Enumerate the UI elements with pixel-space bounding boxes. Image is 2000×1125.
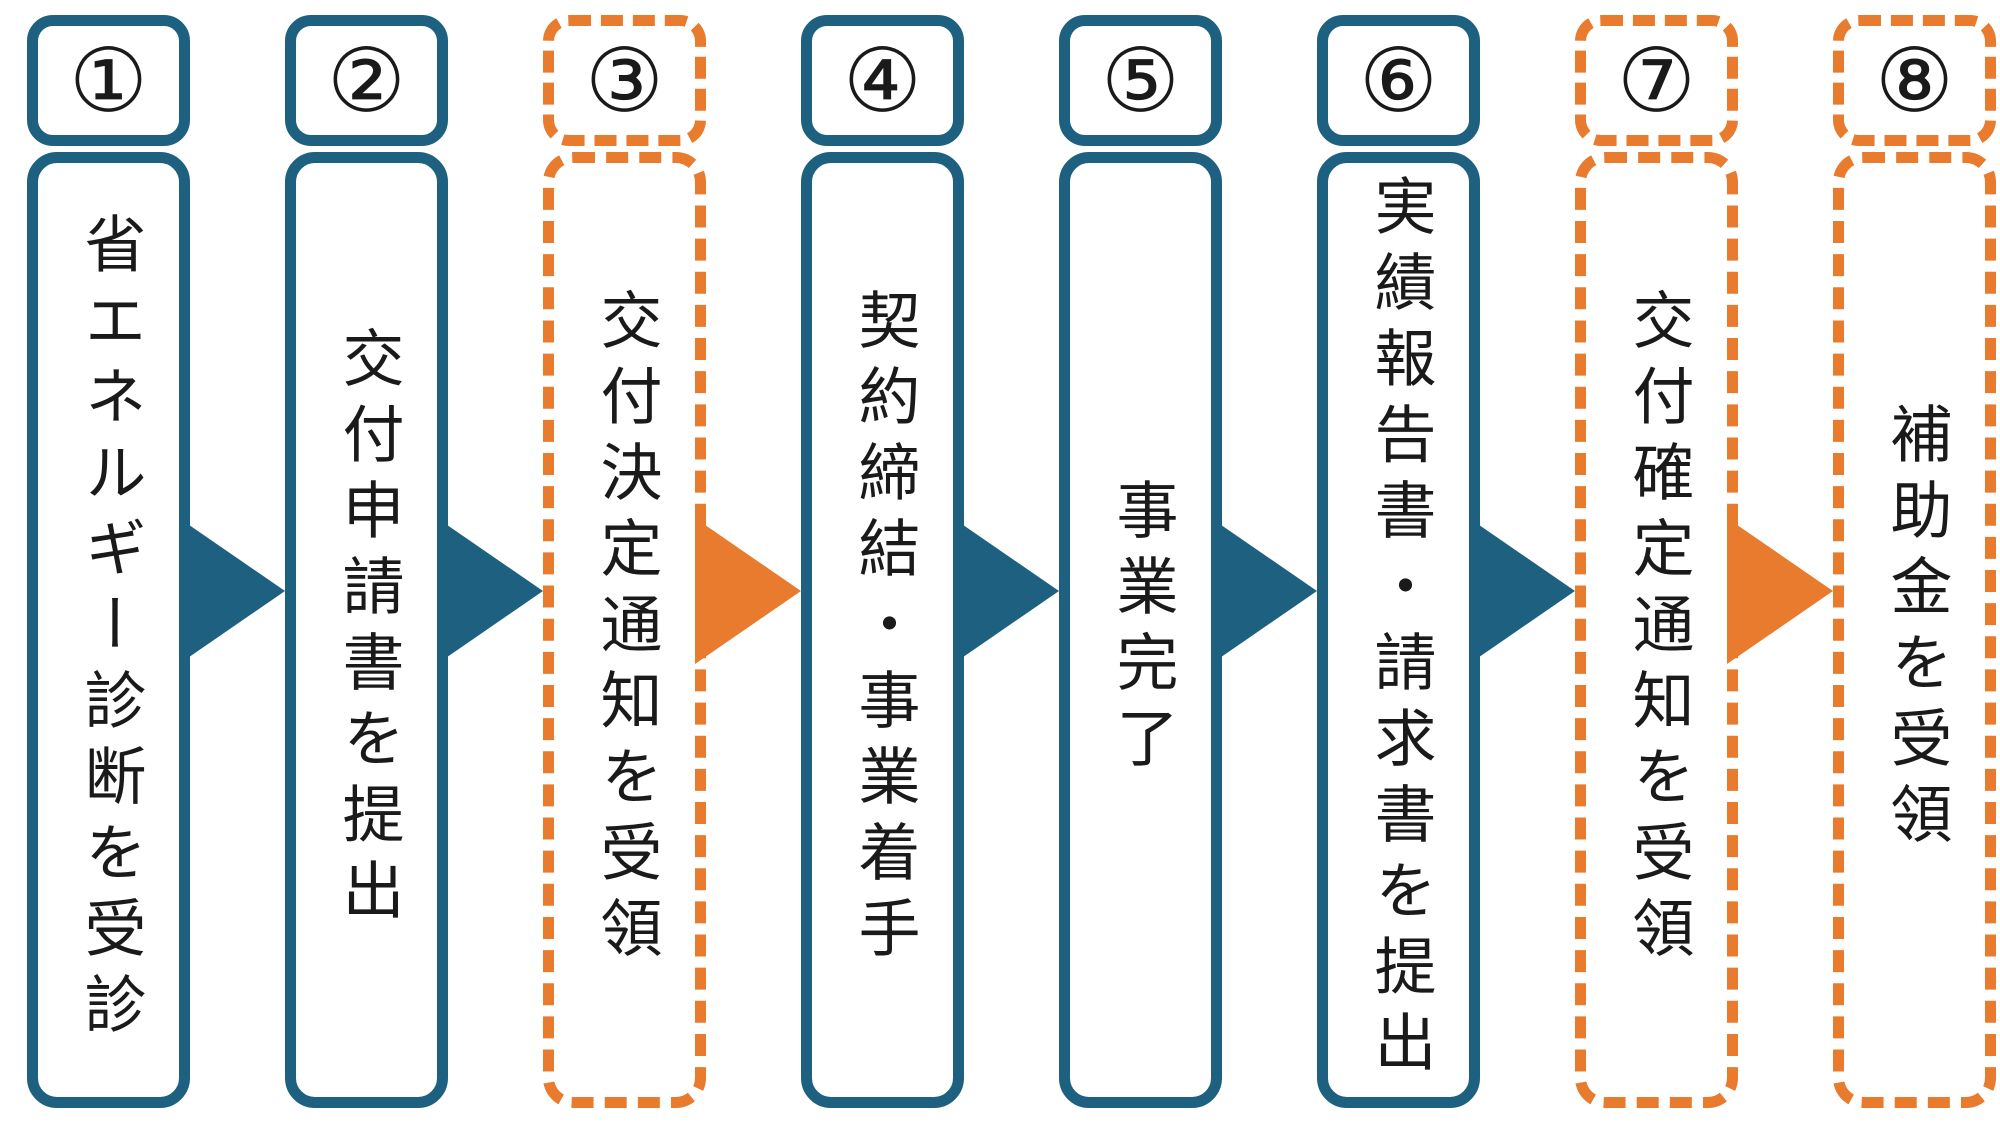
step-7-label: 交付確定通知を受領 — [1622, 288, 1692, 972]
step-4-number: ④ — [843, 30, 922, 130]
step-7-number: ⑦ — [1617, 30, 1696, 130]
step-5: ⑤ 事業完了 — [1059, 0, 1222, 1125]
step-4: ④ 契約締結・事業着手 — [801, 0, 964, 1125]
step-6-number-box: ⑥ — [1317, 15, 1480, 146]
step-8-number-box: ⑧ — [1833, 15, 1996, 146]
step-4-label: 契約締結・事業着手 — [848, 288, 918, 972]
step-2-label: 交付申請書を提出 — [332, 326, 402, 934]
step-2-number-box: ② — [285, 15, 448, 146]
step-1-number-box: ① — [27, 15, 190, 146]
step-1-label-box: 省エネルギー診断を受診 — [27, 152, 190, 1108]
step-1: ① 省エネルギー診断を受診 — [27, 0, 190, 1125]
arrow-step6-to-step7-icon — [1469, 518, 1575, 664]
step-2: ② 交付申請書を提出 — [285, 0, 448, 1125]
step-2-label-box: 交付申請書を提出 — [285, 152, 448, 1108]
step-8-label: 補助金を受領 — [1880, 402, 1950, 858]
step-5-label: 事業完了 — [1106, 478, 1176, 782]
arrow-step7-to-step8-icon — [1727, 518, 1833, 664]
step-7: ⑦ 交付確定通知を受領 — [1575, 0, 1738, 1125]
step-5-label-box: 事業完了 — [1059, 152, 1222, 1108]
step-8-number: ⑧ — [1875, 30, 1954, 130]
arrow-step5-to-step6-icon — [1211, 518, 1317, 664]
step-4-label-box: 契約締結・事業着手 — [801, 152, 964, 1108]
step-3-label-box: 交付決定通知を受領 — [543, 152, 706, 1108]
step-6: ⑥ 実績報告書・請求書を提出 — [1317, 0, 1480, 1125]
step-8: ⑧ 補助金を受領 — [1833, 0, 1996, 1125]
arrow-step3-to-step4-icon — [695, 518, 801, 664]
step-3-number-box: ③ — [543, 15, 706, 146]
step-4-number-box: ④ — [801, 15, 964, 146]
step-2-number: ② — [327, 30, 406, 130]
step-7-label-box: 交付確定通知を受領 — [1575, 152, 1738, 1108]
step-6-label-box: 実績報告書・請求書を提出 — [1317, 152, 1480, 1108]
step-6-number: ⑥ — [1359, 30, 1438, 130]
step-1-number: ① — [69, 30, 148, 130]
step-5-number-box: ⑤ — [1059, 15, 1222, 146]
arrow-step2-to-step3-icon — [437, 518, 543, 664]
step-3: ③ 交付決定通知を受領 — [543, 0, 706, 1125]
step-3-label: 交付決定通知を受領 — [590, 288, 660, 972]
step-1-label: 省エネルギー診断を受診 — [74, 212, 144, 1048]
step-6-label: 実績報告書・請求書を提出 — [1364, 174, 1434, 1086]
step-3-number: ③ — [585, 30, 664, 130]
arrow-step4-to-step5-icon — [953, 518, 1059, 664]
arrow-step1-to-step2-icon — [179, 518, 285, 664]
step-7-number-box: ⑦ — [1575, 15, 1738, 146]
step-8-label-box: 補助金を受領 — [1833, 152, 1996, 1108]
step-5-number: ⑤ — [1101, 30, 1180, 130]
